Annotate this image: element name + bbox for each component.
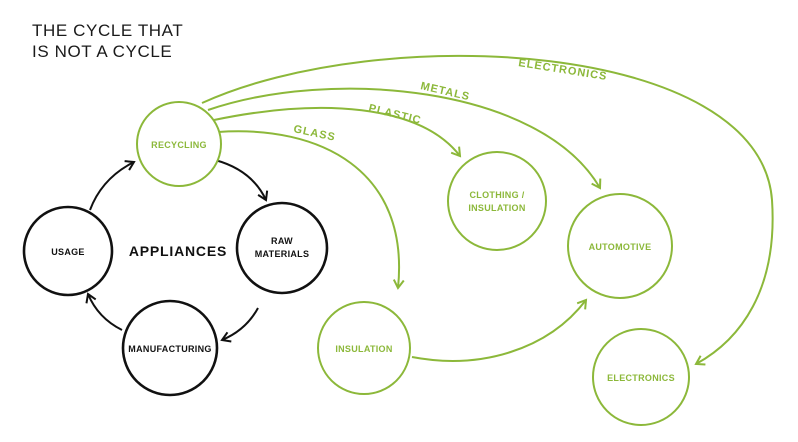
title-line-2: IS NOT A CYCLE: [32, 42, 173, 61]
node-insulation-label: INSULATION: [335, 344, 392, 354]
node-clothing-insulation-label-1: CLOTHING /: [470, 190, 525, 200]
flow-insulation-to-automotive-arrow: [411, 298, 588, 362]
center-label-appliances: APPLIANCES: [129, 243, 227, 259]
node-raw-materials-label-2: MATERIALS: [255, 249, 310, 259]
node-electronics-label: ELECTRONICS: [607, 373, 675, 383]
flow-label-glass: GLASS: [292, 123, 336, 144]
node-clothing-insulation-label-2: INSULATION: [468, 203, 525, 213]
node-usage: USAGE: [22, 205, 114, 297]
flow-glass-arrow: [217, 130, 405, 290]
arrow-manufacturing-to-usage: [85, 292, 123, 331]
flow-label-plastic: PLASTIC: [367, 102, 422, 127]
node-electronics: ELECTRONICS: [592, 328, 690, 426]
flow-label-metals: METALS: [419, 80, 471, 103]
node-clothing-insulation: CLOTHING / INSULATION: [447, 151, 547, 251]
node-insulation: INSULATION: [317, 301, 411, 395]
diagram-title: THE CYCLE THAT IS NOT A CYCLE: [32, 20, 183, 62]
title-line-1: THE CYCLE THAT: [32, 21, 184, 40]
node-raw-materials-label-1: RAW: [271, 236, 293, 246]
flow-electronics-arrow: [201, 54, 774, 366]
node-automotive: AUTOMOTIVE: [567, 193, 673, 299]
node-recycling: RECYCLING: [136, 101, 222, 187]
arrow-recycling-to-raw-materials: [214, 159, 269, 202]
arrow-usage-to-recycling: [89, 160, 136, 211]
flow-label-electronics: ELECTRONICS: [518, 57, 609, 83]
flow-plastic-arrow: [213, 106, 462, 158]
node-usage-label: USAGE: [51, 247, 85, 257]
node-manufacturing: MANUFACTURING: [121, 299, 219, 397]
arrow-raw-materials-to-manufacturing: [220, 307, 259, 343]
node-recycling-label: RECYCLING: [151, 140, 207, 150]
node-manufacturing-label: MANUFACTURING: [128, 344, 211, 354]
node-automotive-label: AUTOMOTIVE: [589, 242, 652, 252]
node-raw-materials: RAW MATERIALS: [235, 201, 329, 295]
flow-metals-arrow: [207, 87, 602, 190]
